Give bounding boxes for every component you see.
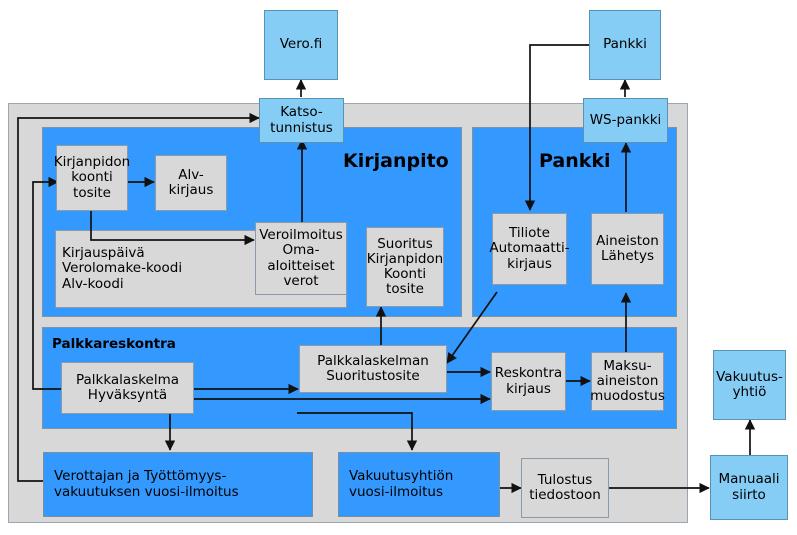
node-verottajan-vuosi-ilmoitus[interactable]: Verottajan ja Työttömyys-vakuutuksen vuo…: [43, 452, 313, 517]
node-vakuutusyhtio[interactable]: Vakuutus-yhtiö: [713, 350, 786, 420]
node-alv-kirjaus[interactable]: Alv-kirjaus: [155, 155, 227, 211]
node-ws-pankki[interactable]: WS-pankki: [583, 98, 668, 143]
node-katso-tunnistus[interactable]: Katso-tunnistus: [259, 98, 344, 143]
panel-title-palkkareskontra: Palkkareskontra: [52, 336, 176, 352]
node-vero-fi[interactable]: Vero.fi: [264, 10, 338, 80]
panel-title-pankki: Pankki: [539, 150, 611, 172]
panel-title-kirjanpito: Kirjanpito: [343, 150, 449, 172]
node-pankki-actor[interactable]: Pankki: [589, 10, 661, 80]
